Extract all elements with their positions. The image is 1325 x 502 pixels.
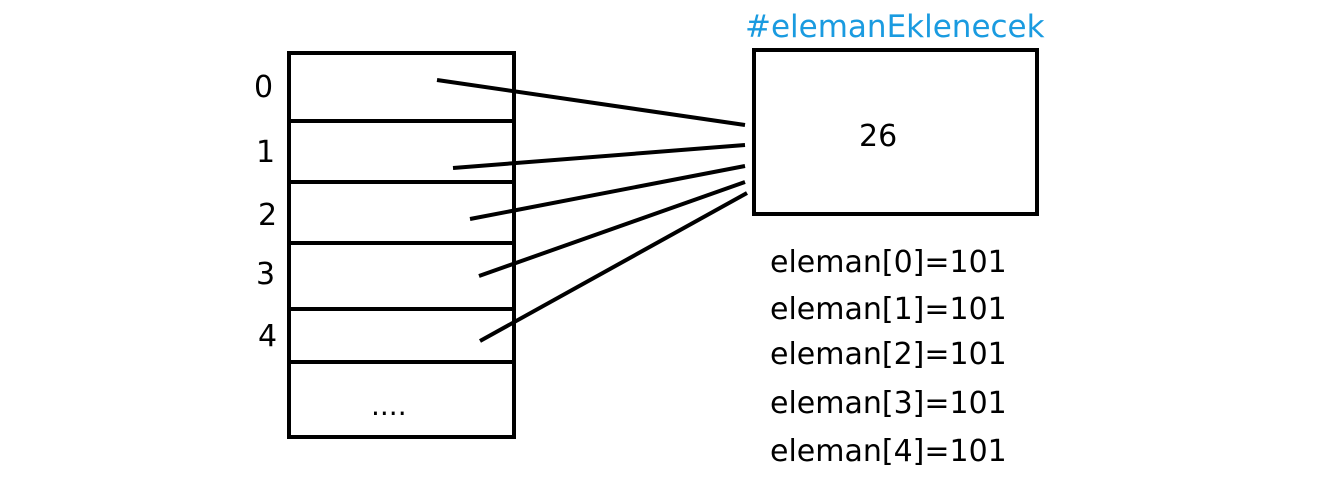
assignment-text: eleman[0]=101	[770, 245, 1007, 280]
connector-line-0	[436, 78, 746, 127]
assignment-text: eleman[3]=101	[770, 386, 1007, 421]
connector-line-2	[469, 164, 746, 221]
assignment-text: eleman[4]=101	[770, 434, 1007, 469]
array-index-label: 0	[254, 70, 274, 105]
array-more-ellipsis: ....	[371, 389, 407, 422]
target-variable-label: #elemanEklenecek	[745, 9, 1045, 45]
connector-line-1	[452, 143, 746, 170]
connector-line-3	[478, 180, 746, 278]
assignment-text: eleman[1]=101	[770, 292, 1007, 327]
assignment-text: eleman[2]=101	[770, 337, 1007, 372]
array-index-label: 4	[258, 319, 278, 354]
connector-line-4	[479, 191, 748, 343]
array-index-label: 2	[258, 198, 278, 233]
target-value-text: 26	[859, 119, 898, 154]
target-value-box	[752, 48, 1039, 216]
array-index-label: 1	[256, 135, 276, 170]
array-index-label: 3	[256, 257, 276, 292]
